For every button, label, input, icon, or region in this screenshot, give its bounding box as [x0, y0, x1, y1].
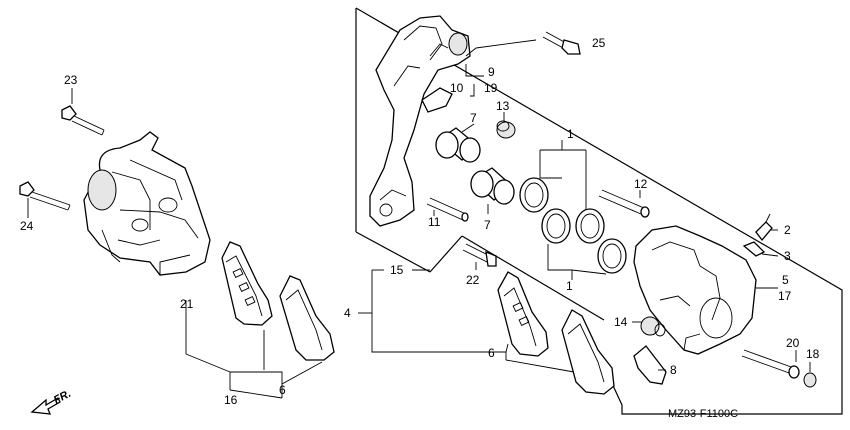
bolt-14	[640, 316, 666, 337]
pad-pin-20	[741, 349, 800, 379]
part-code: MZ93-F1100C	[668, 408, 738, 420]
piston-seals-1	[519, 177, 627, 274]
assembly-outline-step	[429, 235, 463, 273]
callout-12: 12	[634, 177, 648, 191]
callout-21: 21	[180, 297, 194, 311]
callout-19: 19	[484, 81, 498, 95]
callout-2: 2	[784, 223, 791, 237]
callout-16: 16	[224, 393, 238, 407]
callout-18: 18	[806, 347, 820, 361]
front-arrow-icon	[30, 397, 61, 415]
leader-lines	[27, 39, 811, 399]
assembly-outline-bottom	[355, 231, 431, 273]
piston-7b	[470, 167, 515, 205]
clip-18	[803, 372, 817, 388]
bolt-22	[462, 243, 497, 267]
callout-8: 8	[670, 363, 677, 377]
right-caliper-body	[633, 225, 757, 355]
callout-11: 11	[428, 215, 441, 229]
caliper-bracket	[369, 15, 471, 227]
callout-15: 15	[390, 263, 404, 277]
callout-13: 13	[496, 99, 510, 113]
front-label: FR.	[52, 388, 73, 407]
piston-7a	[435, 127, 481, 163]
bolt-25	[542, 31, 581, 55]
callout-5: 5	[782, 273, 789, 287]
callout-1b: 1	[566, 279, 573, 293]
callout-22: 22	[466, 273, 480, 287]
callout-17: 17	[778, 289, 792, 303]
callout-3: 3	[784, 249, 791, 263]
assembly-outline-lower	[461, 235, 605, 321]
callout-9: 9	[488, 65, 495, 79]
callout-6b: 6	[488, 346, 495, 360]
pad-spring-8	[633, 345, 667, 385]
callout-10: 10	[450, 81, 464, 95]
bleed-valve-2	[755, 213, 773, 242]
callout-14: 14	[614, 315, 628, 329]
callout-1a: 1	[567, 127, 574, 141]
callout-20: 20	[786, 336, 800, 350]
slide-pin-11	[426, 197, 469, 222]
left-caliper-assembly	[83, 131, 211, 276]
left-brake-pads	[221, 241, 335, 361]
callout-4: 4	[344, 306, 351, 320]
callout-25: 25	[592, 36, 606, 50]
callout-7b: 7	[484, 218, 491, 232]
assembly-outline	[355, 7, 843, 415]
bolt-24	[19, 181, 71, 211]
bolt-23	[61, 105, 105, 136]
right-brake-pads	[497, 271, 615, 395]
front-direction-indicator: FR.	[30, 388, 73, 415]
callout-23: 23	[64, 73, 78, 87]
washer-3	[742, 241, 766, 257]
pad-spring-10	[421, 87, 453, 113]
callout-24: 24	[20, 219, 34, 233]
callout-7a: 7	[470, 111, 477, 125]
slide-pin-12	[598, 189, 650, 218]
callout-6a: 6	[279, 383, 286, 397]
bleed-cap-13	[496, 120, 516, 139]
callout-numbers: 1 1 2 3 4 5 17 6 6 7 7 8 9 19 10 11 12 1…	[20, 36, 820, 407]
